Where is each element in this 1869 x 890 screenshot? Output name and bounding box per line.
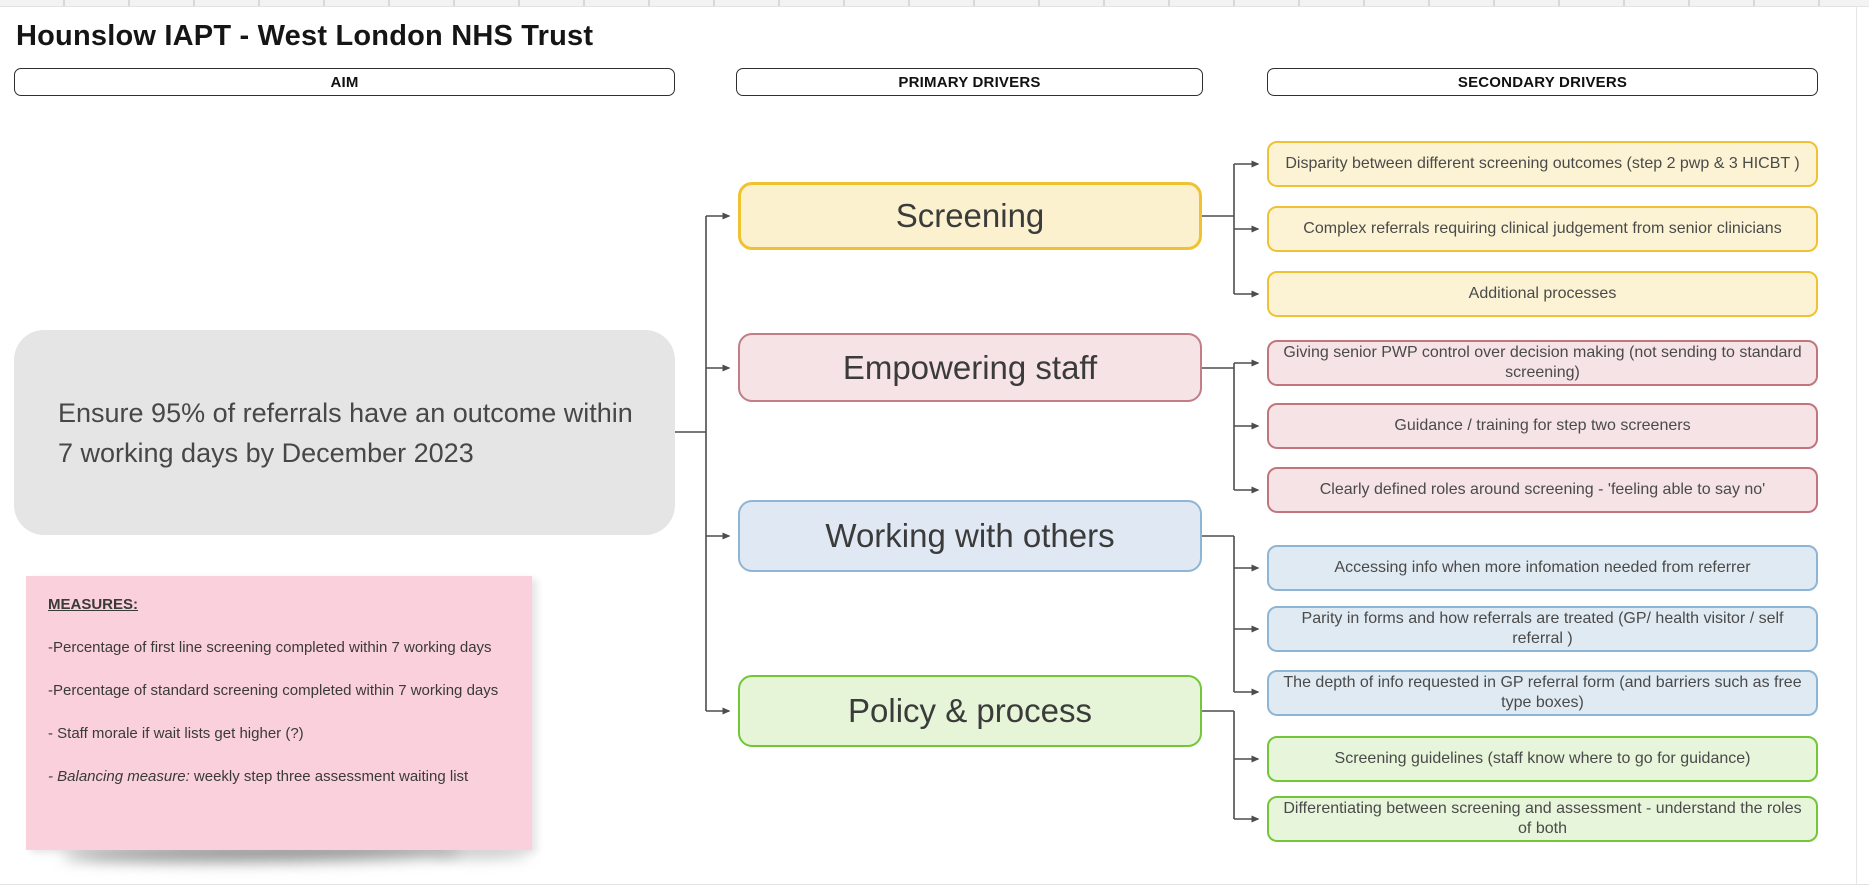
secondary-driver-parity-in-forms[interactable]: Parity in forms and how referrals are tr…	[1267, 606, 1818, 652]
primary-driver-label: Empowering staff	[842, 348, 1098, 386]
secondary-driver-screening-guidelines[interactable]: Screening guidelines (staff know where t…	[1267, 736, 1818, 782]
secondary-driver-text: Accessing info when more infomation need…	[1334, 559, 1751, 576]
column-header-primary-label: PRIMARY DRIVERS	[898, 73, 1041, 91]
column-header-aim[interactable]: AIM	[14, 68, 675, 96]
measure-item: -Percentage of first line screening comp…	[48, 639, 492, 656]
primary-driver-empowering-staff[interactable]: Empowering staff	[738, 333, 1202, 402]
secondary-driver-text: Screening guidelines (staff know where t…	[1334, 750, 1751, 767]
secondary-driver-guidance-training[interactable]: Guidance / training for step two screene…	[1267, 403, 1818, 449]
secondary-driver-additional-processes[interactable]: Additional processes	[1267, 271, 1818, 317]
aim-box[interactable]: Ensure 95% of referrals have an outcome …	[14, 330, 675, 535]
primary-driver-screening[interactable]: Screening	[738, 182, 1202, 250]
secondary-driver-text: Disparity between different screening ou…	[1285, 155, 1800, 172]
secondary-driver-defined-roles[interactable]: Clearly defined roles around screening -…	[1267, 467, 1818, 513]
primary-driver-label: Working with others	[825, 517, 1115, 554]
primary-driver-label: Screening	[895, 197, 1045, 234]
column-header-aim-label: AIM	[330, 73, 359, 91]
secondary-driver-disparity[interactable]: Disparity between different screening ou…	[1267, 141, 1818, 187]
secondary-driver-text: Additional processes	[1468, 285, 1617, 302]
secondary-driver-complex-referrals[interactable]: Complex referrals requiring clinical jud…	[1267, 206, 1818, 252]
top-ruler-strip	[0, 0, 1869, 7]
primary-driver-label: Policy & process	[848, 692, 1092, 729]
secondary-driver-accessing-info[interactable]: Accessing info when more infomation need…	[1267, 545, 1818, 591]
sticky-note-shadow	[430, 850, 530, 860]
primary-driver-policy-process[interactable]: Policy & process	[738, 675, 1202, 747]
aim-text: Ensure 95% of referrals have an outcome …	[58, 397, 633, 468]
measures-note[interactable]: MEASURES: -Percentage of first line scre…	[26, 576, 532, 850]
measures-heading: MEASURES:	[48, 596, 139, 613]
secondary-driver-senior-pwp-control[interactable]: Giving senior PWP control over decision …	[1267, 340, 1818, 386]
secondary-driver-text: The depth of info requested in GP referr…	[1283, 674, 1802, 711]
secondary-driver-text: Parity in forms and how referrals are tr…	[1301, 610, 1784, 647]
measure-item: - Staff morale if wait lists get higher …	[48, 725, 304, 742]
secondary-driver-differentiating[interactable]: Differentiating between screening and as…	[1267, 796, 1818, 842]
secondary-driver-text: Differentiating between screening and as…	[1283, 800, 1802, 837]
column-header-secondary-label: SECONDARY DRIVERS	[1457, 73, 1628, 91]
primary-driver-working-with-others[interactable]: Working with others	[738, 500, 1202, 572]
column-header-primary-drivers[interactable]: PRIMARY DRIVERS	[736, 68, 1203, 96]
column-header-secondary-drivers[interactable]: SECONDARY DRIVERS	[1267, 68, 1818, 96]
secondary-driver-text: Giving senior PWP control over decision …	[1283, 344, 1802, 381]
measure-item-italic-label: - Balancing measure:	[48, 768, 190, 785]
page-edge-bottom	[0, 884, 1869, 885]
page-edge-right	[1856, 6, 1857, 884]
measure-item-rest: weekly step three assessment waiting lis…	[189, 768, 469, 785]
secondary-driver-text: Complex referrals requiring clinical jud…	[1303, 220, 1782, 237]
page-title: Hounslow IAPT - West London NHS Trust	[16, 20, 594, 52]
secondary-driver-depth-of-info[interactable]: The depth of info requested in GP referr…	[1267, 670, 1818, 716]
measure-item: -Percentage of standard screening comple…	[48, 682, 499, 699]
measure-item: - Balancing measure: weekly step three a…	[48, 766, 510, 788]
secondary-driver-text: Clearly defined roles around screening -…	[1319, 481, 1766, 498]
secondary-driver-text: Guidance / training for step two screene…	[1394, 417, 1691, 434]
